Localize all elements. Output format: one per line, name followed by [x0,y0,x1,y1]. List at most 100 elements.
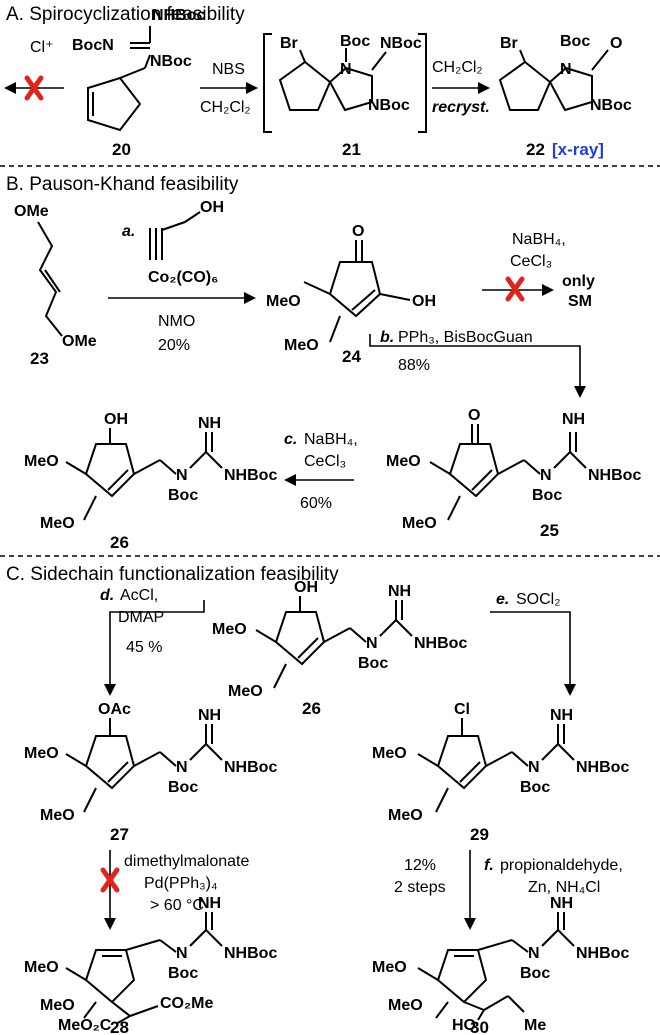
c22-br: Br [500,35,518,52]
c30-meo-bottom: MeO [388,997,423,1014]
c23-ome-bottom: OMe [62,333,97,350]
compound-20-structure [87,26,151,132]
c22-boc: Boc [560,33,590,50]
cl-plus-label: Cl⁺ [30,39,54,56]
c29-meo-bottom: MeO [388,807,423,824]
c29-boc: Boc [520,779,550,796]
arrow-b [369,334,581,392]
compound-23-label: 23 [30,349,49,368]
cecl3-label: CeCl₃ [510,253,552,270]
c21-n: N [340,61,352,78]
c26b-meo-bottom: MeO [228,683,263,700]
c27-nhboc: NHBoc [224,759,277,776]
yield-f: 12% [404,857,436,874]
ch2cl2-b-label: CH₂Cl₂ [432,59,483,76]
c26-meo-bottom: MeO [40,515,75,532]
c27-nh: NH [198,707,221,724]
c26-meo-top: MeO [24,453,59,470]
nmo-label: NMO [158,313,195,330]
c30-meo-top: MeO [372,959,407,976]
only-label: only [562,273,595,290]
c20-nboc: NBoc [150,53,192,70]
x-mark-b [505,276,525,302]
c25-nhboc: NHBoc [588,467,641,484]
co2co6-label: Co₂(CO)₆ [148,269,218,286]
c-cecl3: CeCl₃ [304,453,346,470]
c29-nh: NH [550,707,573,724]
compound-26-structure [65,428,223,521]
compound-27-structure [65,718,223,813]
c24-o: O [352,223,364,240]
compound-29-label: 29 [470,825,489,844]
c22-nboc: NBoc [590,97,632,114]
c29-cl: Cl [454,701,470,718]
yield-d: 45 % [126,639,162,656]
section-a-title: A. Spirocyclization feasibility [6,4,245,25]
c28-meo-bottom: MeO [40,997,75,1014]
d-dmap: DMAP [118,609,164,626]
step-e: e. [496,591,509,608]
c24-meo-top: MeO [266,293,301,310]
x-mark-c [100,867,120,893]
c30-nhboc: NHBoc [576,945,629,962]
compound-26b-structure [255,596,413,689]
c26b-boc: Boc [358,655,388,672]
c27-boc: Boc [168,779,198,796]
compound-28-structure [65,912,223,1025]
c24-meo-bottom: MeO [284,337,319,354]
c27-meo-top: MeO [24,745,59,762]
compound-22-structure [498,49,609,112]
recryst-label: recryst. [432,99,490,116]
section-c-title: C. Sidechain functionalization feasibili… [6,564,339,585]
c21-br: Br [280,35,298,52]
compound-20-label: 20 [112,140,131,159]
b-reagent: PPh₃, BisBocGuan [398,329,533,346]
arrow-e [490,611,571,690]
c30-ho: HO [452,1017,476,1034]
f-reagent: propionaldehyde, [500,857,623,874]
yield-a: 20% [158,337,190,354]
c30-boc: Boc [520,965,550,982]
c27-meo-bottom: MeO [40,807,75,824]
c24-oh: OH [412,293,436,310]
compound-30-label: 30 [470,1018,489,1035]
xray-tag: [x-ray] [552,140,604,159]
e-reagent: SOCl₂ [516,591,560,608]
temp-label: > 60 °C [150,897,204,914]
c28-co2me: CO₂Me [160,995,213,1012]
c25-nh: NH [562,411,585,428]
yield-b: 88% [398,357,430,374]
compound-28-label: 28 [110,1018,129,1035]
compound-25-structure [429,424,587,521]
compound-23-structure [37,221,63,337]
c25-o: O [468,407,480,424]
compound-25-label: 25 [540,521,559,540]
sm-label: SM [568,293,592,310]
step-d: d. [100,587,114,604]
c22-n: N [560,61,572,78]
compound-24-label: 24 [342,347,361,366]
c25-meo-top: MeO [386,453,421,470]
c29-meo-top: MeO [372,745,407,762]
c30-nh: NH [550,895,573,912]
c28-nh: NH [198,895,221,912]
compound-22-label: 22 [526,140,545,159]
pd-label: Pd(PPh₃)₄ [144,875,218,892]
c28-n: N [176,945,188,962]
section-b-title: B. Pauson-Khand feasibility [6,174,239,195]
c26-n: N [176,467,188,484]
c26b-n: N [366,635,378,652]
c25-meo-bottom: MeO [402,515,437,532]
cl-plus-arrowhead [4,82,16,94]
malonate-label: dimethylmalonate [124,853,250,870]
c26-oh: OH [104,411,128,428]
c26-nhboc: NHBoc [224,467,277,484]
c28-boc: Boc [168,965,198,982]
compound-26-label: 26 [110,533,129,552]
step-a: a. [122,223,135,240]
c-nabh4: NaBH₄, [304,431,358,448]
c28-meo2c: MeO₂C [58,1017,112,1034]
c20-nhboc: NHBoc [152,7,205,24]
two-steps: 2 steps [394,879,446,896]
c20-bocn: BocN [72,37,114,54]
